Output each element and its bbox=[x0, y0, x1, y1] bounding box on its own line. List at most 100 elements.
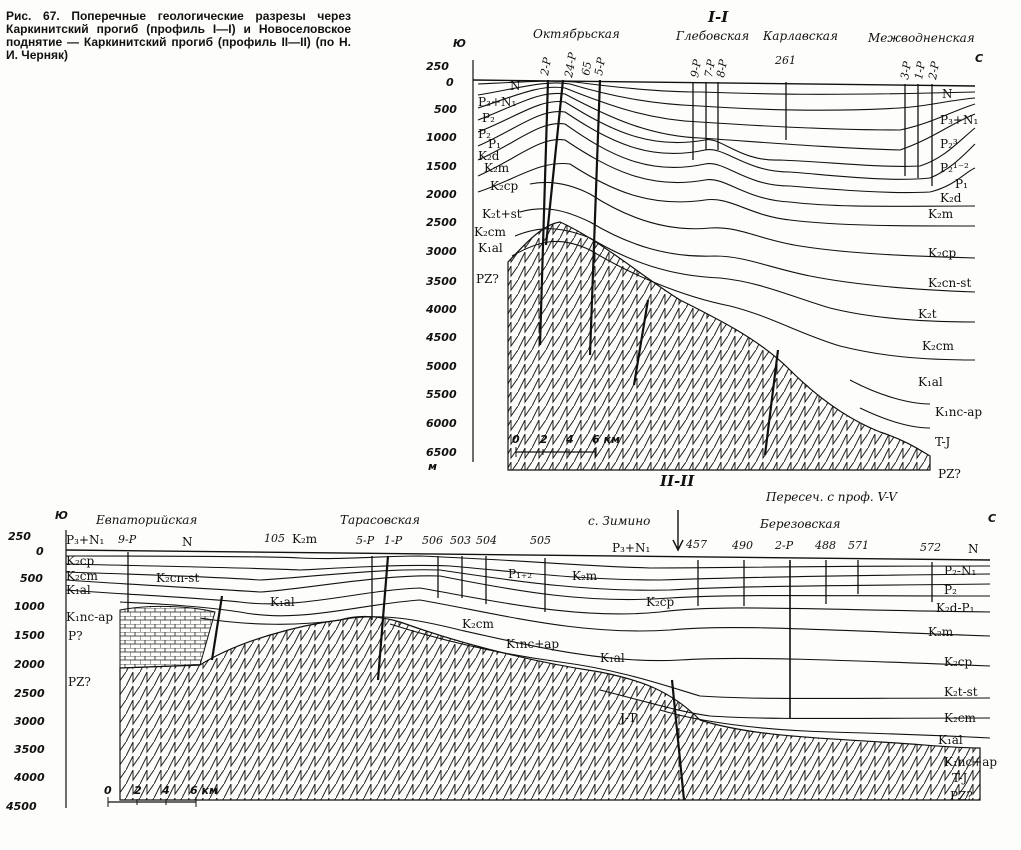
p1-well-label: 65 bbox=[579, 60, 594, 76]
p1-depth-2500: 2500 bbox=[426, 216, 457, 229]
p2-scale-label: 2 bbox=[134, 784, 142, 797]
p1-right-label: K₂d bbox=[940, 191, 962, 205]
profile-2-cross-note: Пересеч. с проф. V-V bbox=[765, 490, 898, 504]
p1-right-label: K₂m bbox=[928, 207, 954, 221]
p1-horizon bbox=[514, 228, 976, 323]
p1-horizon bbox=[477, 123, 976, 194]
p2-left-label: K₂cn-st bbox=[156, 571, 199, 585]
p1-depth-4000: 4000 bbox=[425, 303, 457, 316]
p1-well-label: 3-Р bbox=[898, 60, 914, 81]
profile-2-left-labels: P₃+N₁ N K₂cp K₂cm K₁al K₂cn-st K₁nc-ap P… bbox=[66, 533, 199, 689]
p2-place-tarasovskaya: Тарасовская bbox=[340, 513, 420, 527]
p2-inner-label: K₁al bbox=[270, 595, 295, 609]
p2-left-label: P₃+N₁ bbox=[66, 533, 104, 547]
p1-scale-label: 0 bbox=[512, 433, 520, 446]
p2-well-label: 571 bbox=[848, 539, 869, 552]
p2-cross-arrow bbox=[672, 510, 684, 552]
profile-1-wells bbox=[538, 79, 933, 456]
p2-right-label: T-J bbox=[952, 771, 968, 785]
profile-2-north-label: С bbox=[988, 512, 996, 525]
p1-place-glebovskaya: Глебовская bbox=[675, 29, 749, 43]
p1-left-label: P₁ bbox=[488, 137, 501, 151]
p2-well-label: 9-Р bbox=[118, 533, 137, 546]
p1-depth-4500: 4500 bbox=[425, 331, 457, 344]
p1-well-label: 7-Р bbox=[702, 58, 718, 79]
p1-left-label: P₂ bbox=[478, 127, 491, 141]
p2-horizon bbox=[65, 555, 991, 569]
p2-right-label: K₂cm bbox=[944, 711, 976, 725]
p1-horizon bbox=[529, 181, 976, 259]
p2-well-label: 504 bbox=[476, 534, 497, 547]
profile-2-surface bbox=[65, 549, 991, 561]
profile-1-section: I-I Ю С 250 0 500 1000 1500 2000 2500 30… bbox=[425, 8, 983, 481]
p2-inner-label: J-T bbox=[618, 711, 636, 725]
p1-left-label: P₂ bbox=[482, 111, 495, 125]
p1-well-label: 8-Р bbox=[714, 58, 730, 79]
p1-well-label: 24-Р bbox=[562, 51, 579, 80]
p1-horizon bbox=[477, 100, 976, 167]
p2-depth-250: 250 bbox=[8, 530, 31, 543]
p1-right-label: K₂cn-st bbox=[928, 276, 971, 290]
p2-inner-label: K₁nc+ap bbox=[506, 637, 559, 651]
profile-2-right-labels: N P₂-N₁ P₂ K₂d-P₁ K₂m K₂cp K₂t-st K₂cm K… bbox=[928, 542, 997, 803]
p2-well-label: 457 bbox=[685, 538, 707, 551]
p1-right-label: N bbox=[942, 87, 953, 101]
p2-right-label: K₂t-st bbox=[944, 685, 978, 699]
p1-left-label: K₁al bbox=[478, 241, 503, 255]
p1-depth-2000: 2000 bbox=[426, 188, 457, 201]
p1-left-label: K₂cm bbox=[474, 225, 506, 239]
p2-well-label: 488 bbox=[814, 539, 836, 552]
p1-well-label: 5-Р bbox=[592, 56, 608, 77]
p2-depth-4000: 4000 bbox=[13, 771, 45, 784]
p2-well-label: 5-Р bbox=[356, 534, 375, 547]
profile-2-section: II-II Пересеч. с проф. V-V Ю С 250 0 500… bbox=[5, 472, 997, 813]
p2-right-label: K₂cp bbox=[944, 655, 972, 669]
p1-well-label: 2-Р bbox=[538, 56, 554, 78]
p1-right-label: K₁al bbox=[918, 375, 943, 389]
p2-inner-label: P₁₊₂ bbox=[508, 567, 532, 581]
p2-well-label: 572 bbox=[920, 541, 941, 554]
profile-2-scale-bar: 0 2 4 6 км bbox=[104, 784, 218, 807]
p2-depth-0: 0 bbox=[36, 545, 44, 558]
p2-place-evpatoriyskaya: Евпаторийская bbox=[95, 513, 197, 527]
p2-depth-2500: 2500 bbox=[14, 687, 45, 700]
p2-depth-2000: 2000 bbox=[14, 658, 45, 671]
p1-right-label: T-J bbox=[935, 435, 951, 449]
p2-scale-label: 4 bbox=[161, 784, 170, 797]
p1-left-label: K₂d bbox=[478, 149, 500, 163]
p2-well-label: 105 bbox=[264, 532, 285, 545]
p2-place-zimino: с. Зимино bbox=[588, 514, 650, 528]
p2-inner-label: K₂m bbox=[572, 569, 598, 583]
p1-right-label: PZ? bbox=[938, 467, 961, 481]
p1-left-label: P₃+N₁ bbox=[478, 95, 516, 109]
p2-horizon bbox=[119, 599, 991, 637]
profile-2-wells bbox=[127, 510, 933, 801]
p1-depth-1000: 1000 bbox=[426, 131, 457, 144]
p1-scale-label: 4 bbox=[565, 433, 574, 446]
p1-horizon bbox=[849, 379, 931, 405]
p2-inner-label: K₂m bbox=[292, 532, 318, 546]
p2-fault bbox=[210, 595, 224, 661]
profile-2-inner-labels: K₂m K₁al P₁₊₂ K₂m K₂cp K₂cm K₁nc+ap K₁al… bbox=[270, 532, 674, 725]
p1-horizon bbox=[477, 162, 976, 227]
p2-right-label: K₁al bbox=[938, 733, 963, 747]
p1-left-label: K₂cp bbox=[490, 179, 518, 193]
p2-horizon bbox=[659, 709, 991, 739]
p1-right-label: P₂³ bbox=[940, 137, 958, 151]
p2-well-label: 506 bbox=[422, 534, 443, 547]
p1-depth-3000: 3000 bbox=[426, 245, 457, 258]
p1-right-label: P₃+N₁ bbox=[940, 113, 978, 127]
p2-well-label: 1-Р bbox=[384, 534, 403, 547]
p1-horizon bbox=[477, 82, 976, 111]
profile-2-horizons bbox=[65, 555, 991, 739]
p1-fault bbox=[763, 349, 780, 456]
p1-scale-label: 2 bbox=[540, 433, 548, 446]
p2-horizon bbox=[65, 587, 991, 615]
p1-depth-1500: 1500 bbox=[426, 160, 457, 173]
p1-depth-3500: 3500 bbox=[426, 275, 457, 288]
profile-1-title: I-I bbox=[707, 8, 729, 26]
p1-place-oktyabrskaya: Октябрьская bbox=[533, 27, 620, 41]
p1-horizon bbox=[511, 240, 976, 361]
p1-depth-6000: 6000 bbox=[426, 417, 457, 430]
p1-right-label: K₁nc-ap bbox=[935, 405, 982, 419]
